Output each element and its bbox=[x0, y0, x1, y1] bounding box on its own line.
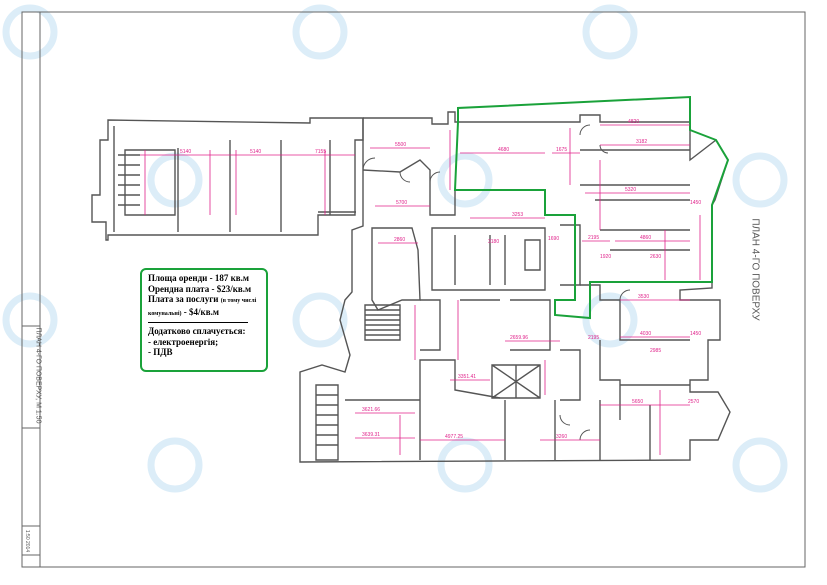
dimension-lines bbox=[140, 124, 701, 455]
dim-label: 3351.41 bbox=[458, 374, 476, 380]
extra-title: Додатково сплачується: bbox=[148, 326, 246, 336]
rent-price: Орендна плата - $23/кв.м bbox=[148, 283, 252, 294]
dim-label: 1690 bbox=[548, 236, 559, 242]
service-fee-line-2: комунальні) - $4/кв.м bbox=[148, 307, 260, 320]
dim-label: 3182 bbox=[636, 139, 647, 145]
rental-area-outline bbox=[453, 95, 730, 320]
extra-vat: - ПДВ bbox=[148, 347, 173, 357]
building-walls bbox=[91, 111, 731, 463]
frame-title-text: ПЛАН 4-ГО ПОВЕРХУ, М 1:50 bbox=[34, 327, 42, 424]
service-fee-line: Плата за послуги (в тому числі bbox=[148, 294, 260, 307]
dim-label: 2659.96 bbox=[510, 335, 528, 341]
dim-label: 2195 bbox=[588, 335, 599, 341]
dim-label: 7155 bbox=[315, 149, 326, 155]
dim-label: 3530 bbox=[638, 294, 649, 300]
dim-label: 3621.66 bbox=[362, 407, 380, 413]
side-title: ПЛАН 4-ГО ПОВЕРХУ bbox=[748, 210, 768, 330]
dim-label: 3180 bbox=[488, 239, 499, 245]
info-divider bbox=[148, 322, 248, 323]
service-fee-label: Плата за послуги bbox=[148, 294, 219, 304]
dim-label: 2985 bbox=[650, 348, 661, 354]
service-fee-value: - $4/кв.м bbox=[183, 306, 219, 317]
watermark-logos bbox=[2, 4, 788, 493]
dim-label: 2570 bbox=[688, 399, 699, 405]
dim-label: 3253 bbox=[512, 212, 523, 218]
dim-label: 1920 bbox=[600, 254, 611, 260]
dim-label: 2195 bbox=[588, 235, 599, 241]
dim-label: 3639.31 bbox=[362, 432, 380, 438]
dimension-labels: 5140 5140 7155 5500 4680 1675 4820 3182 … bbox=[180, 119, 701, 440]
dim-label: 1450 bbox=[690, 200, 701, 206]
dim-label: 4977.25 bbox=[445, 434, 463, 440]
dim-label: 2860 bbox=[394, 237, 405, 243]
rental-area: Площа оренди - 187 кв.м bbox=[148, 273, 249, 283]
frame-title: ПЛАН 4-ГО ПОВЕРХУ, М 1:50 bbox=[26, 326, 42, 426]
dim-label: 4030 bbox=[640, 331, 651, 337]
frame-number-text: 1:50 2014 bbox=[24, 529, 31, 553]
service-fee-note: (в тому числі bbox=[220, 298, 257, 304]
dim-label: 4860 bbox=[640, 235, 651, 241]
dim-label: 1450 bbox=[690, 331, 701, 337]
dim-label: 4680 bbox=[498, 147, 509, 153]
service-fee-note-2: комунальні) bbox=[148, 310, 182, 317]
dim-label: 4820 bbox=[628, 119, 639, 125]
dim-label: 5320 bbox=[625, 187, 636, 193]
doors bbox=[362, 124, 631, 441]
dim-label: 5650 bbox=[632, 399, 643, 405]
dim-label: 5500 bbox=[395, 142, 406, 148]
rental-info-box: Площа оренди - 187 кв.м Орендна плата - … bbox=[140, 268, 268, 372]
dim-label: 3260 bbox=[556, 434, 567, 440]
dim-label: 2630 bbox=[650, 254, 661, 260]
extra-electricity: - електроенергія; bbox=[148, 336, 219, 347]
side-title-text: ПЛАН 4-ГО ПОВЕРХУ bbox=[749, 218, 761, 321]
frame-number: 1:50 2014 bbox=[24, 528, 38, 554]
drawing-frame bbox=[21, 11, 806, 568]
dim-label: 5140 bbox=[180, 149, 191, 155]
dim-label: 1675 bbox=[556, 147, 567, 153]
dim-label: 5140 bbox=[250, 149, 261, 155]
dim-label: 5700 bbox=[396, 200, 407, 206]
